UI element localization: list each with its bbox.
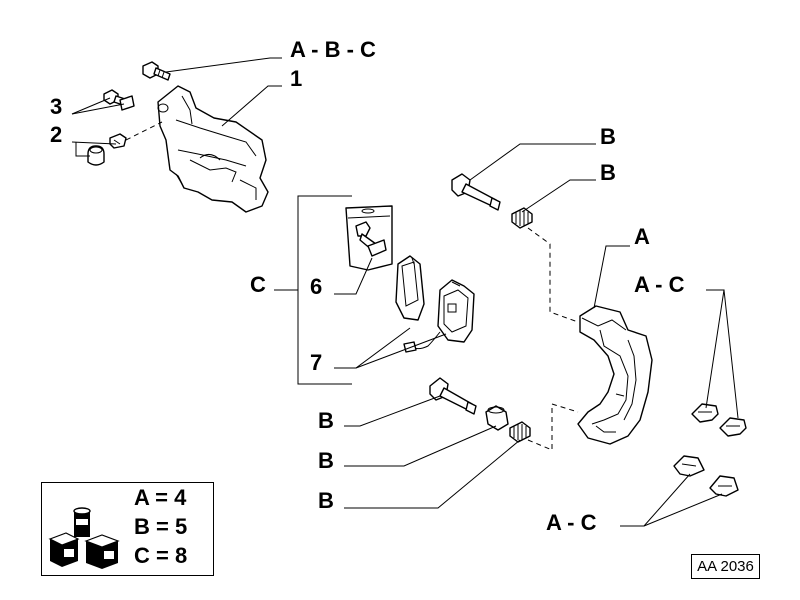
- leader-pin-b-top: [469, 143, 596, 181]
- callout-clips-ac-bottom: A - C: [546, 510, 597, 535]
- guide-pin-top: [451, 173, 501, 211]
- callout-pads-7: 7: [310, 350, 322, 375]
- leader-clips-ac-top-2: [723, 289, 739, 419]
- leader-kit-6: [334, 257, 373, 295]
- callout-bracket-a: A: [634, 224, 650, 249]
- legend-row-b: B = 5: [134, 514, 188, 539]
- callout-kit-c: C: [250, 272, 266, 297]
- guide-boot-top: [511, 207, 533, 229]
- pad-spring-clip-4: [709, 475, 739, 497]
- leader-pin-b-bottom: [344, 395, 441, 427]
- pad-spring-clip-1: [691, 403, 719, 423]
- dust-cap-part: [87, 145, 105, 166]
- leader-pads-7-b: [355, 333, 447, 369]
- callout-kit-6: 6: [310, 274, 322, 299]
- callout-sleeve-b-bottom: B: [318, 448, 334, 473]
- leader-sleeve-b-bottom: [344, 425, 497, 467]
- leader-bolt-3-b: [71, 103, 125, 115]
- leader-bleeder-2-a: [71, 141, 117, 145]
- pad-spring-clip-3: [673, 455, 705, 477]
- callout-boot-b-bottom: B: [318, 488, 334, 513]
- leader-boot-b-bottom: [344, 439, 521, 509]
- guide-pin-bottom: [429, 377, 477, 415]
- caliper-bracket-part: [577, 305, 653, 445]
- hardware-kit-bag: [345, 205, 393, 271]
- bleeder-cap-part: [119, 95, 135, 111]
- brake-pad-inner: [395, 255, 425, 321]
- callout-bleeder-2: 2: [50, 122, 62, 147]
- callout-sleeve-b-top: B: [600, 160, 616, 185]
- callout-caliper-body-1: 1: [290, 66, 302, 91]
- bleeder-screw-part: [109, 121, 163, 149]
- guide-boot-bottom: [509, 421, 531, 443]
- caliper-body-part: [157, 85, 269, 213]
- leader-bracket-a: [593, 245, 630, 309]
- leader-bleeder-2-b: [75, 142, 90, 157]
- caliper-mounting-bolt: [142, 61, 171, 81]
- leader-clips-ac-top-1: [705, 289, 725, 409]
- quantity-legend: A = 4 B = 5 C = 8: [41, 482, 214, 576]
- leader-caliper-1: [221, 85, 282, 127]
- leader-bolt-abc: [165, 57, 282, 73]
- kit-c-bracket: [297, 195, 352, 385]
- callout-clips-ac-top: A - C: [634, 272, 685, 297]
- pad-wear-sensor-wire: [403, 331, 441, 353]
- leader-bolt-3-a: [71, 97, 111, 115]
- leader-sleeve-b-top: [521, 179, 596, 213]
- legend-row-c: C = 8: [134, 543, 188, 568]
- callout-pin-b-bottom: B: [318, 408, 334, 433]
- parts-box-icon: [48, 507, 120, 569]
- brake-pad-outer: [437, 279, 475, 343]
- leader-clips-ac-bottom-2: [643, 493, 723, 527]
- pad-spring-clip-2: [719, 417, 747, 437]
- callout-bolt-3: 3: [50, 94, 62, 119]
- leader-clips-ac-bottom-1: [620, 473, 691, 527]
- guide-sleeve-bottom: [485, 405, 509, 431]
- callout-pin-b-top: B: [600, 124, 616, 149]
- drawing-code-label: AA 2036: [691, 554, 760, 579]
- callout-bolt-abc: A - B - C: [290, 37, 376, 62]
- legend-row-a: A = 4: [134, 485, 187, 510]
